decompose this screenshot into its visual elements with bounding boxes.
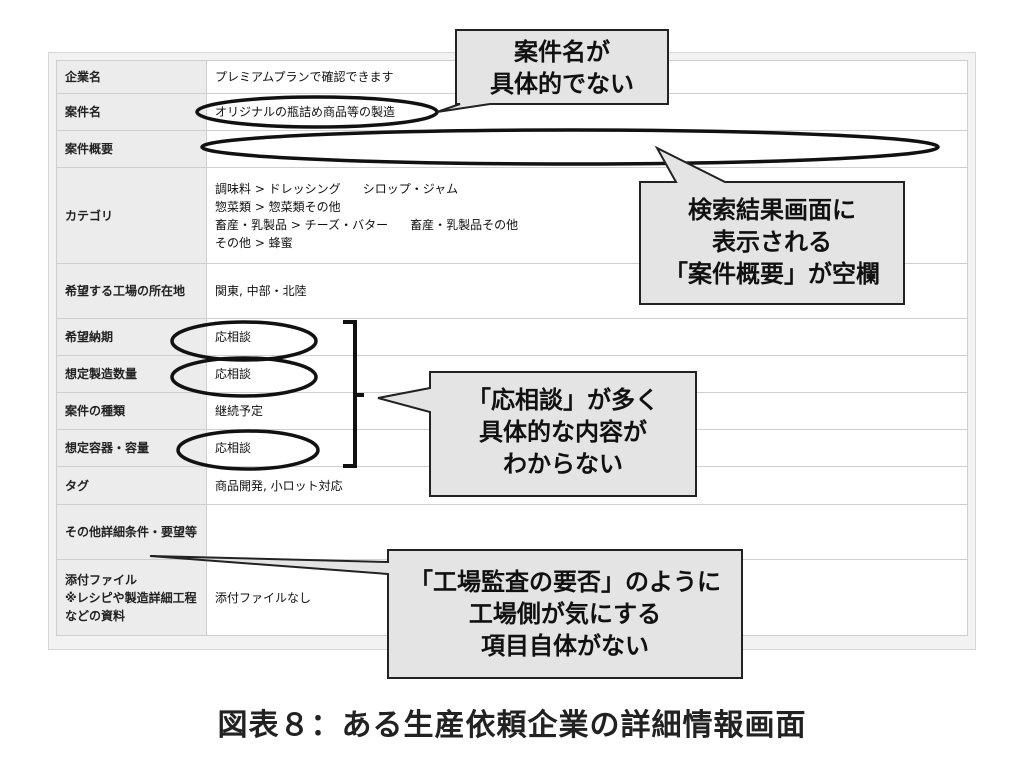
detail-table: 企業名 プレミアムプランで確認できます 案件名 オリジナルの瓶詰め商品等の製造 … bbox=[56, 60, 968, 636]
category-item: 畜産・乳製品その他 bbox=[410, 217, 519, 232]
callout-text-project-name: 案件名が 具体的でない bbox=[456, 36, 668, 100]
row-label-project-summary: 案件概要 bbox=[56, 130, 207, 168]
callout-text-summary: 検索結果画面に 表示される 「案件概要」が空欄 bbox=[640, 194, 904, 290]
callout-line: 具体的な内容が bbox=[479, 418, 647, 446]
callout-line: 項目自体がない bbox=[481, 632, 649, 660]
category-item: 惣菜類 > 惣菜類その他 bbox=[215, 199, 341, 214]
category-item: 調味料 > ドレッシング bbox=[215, 181, 341, 196]
row-label-container: 想定容器・容量 bbox=[56, 429, 207, 467]
row-label-factory-location: 希望する工場の所在地 bbox=[56, 263, 207, 319]
category-item: シロップ・ジャム bbox=[362, 181, 459, 196]
callout-line: 表示される bbox=[712, 228, 832, 256]
category-line: 惣菜類 > 惣菜類その他 bbox=[215, 198, 959, 216]
row-label-attachments: 添付ファイル ※レシピや製造詳細工程などの資料 bbox=[56, 559, 207, 636]
callout-text-audit: 「工場監査の要否」のように 工場側が気にする 項目自体がない bbox=[388, 566, 742, 662]
callout-text-consult: 「応相談」が多く 具体的な内容が わからない bbox=[430, 384, 696, 480]
row-value-project-summary bbox=[206, 130, 968, 168]
row-label-other-conditions: その他詳細条件・要望等 bbox=[56, 504, 207, 560]
row-label-delivery: 希望納期 bbox=[56, 318, 207, 356]
category-line: 畜産・乳製品 > チーズ・バター 畜産・乳製品その他 bbox=[215, 216, 959, 234]
callout-line: 具体的でない bbox=[490, 70, 634, 98]
callout-line: 工場側が気にする bbox=[468, 600, 662, 628]
table-row: その他詳細条件・要望等 bbox=[56, 504, 968, 560]
category-item: 畜産・乳製品 > チーズ・バター bbox=[215, 217, 389, 232]
callout-line: わからない bbox=[503, 450, 623, 478]
row-label-category: カテゴリ bbox=[56, 167, 207, 264]
callout-line: 案件名が bbox=[514, 38, 610, 66]
callout-line: 検索結果画面に bbox=[688, 196, 856, 224]
category-line: その他 > 蜂蜜 bbox=[215, 234, 959, 252]
row-label-tags: タグ bbox=[56, 466, 207, 505]
figure-caption: 図表８：ある生産依頼企業の詳細情報画面 bbox=[217, 708, 807, 743]
row-label-project-type: 案件の種類 bbox=[56, 392, 207, 430]
table-row: 案件概要 bbox=[56, 130, 968, 168]
callout-line: 「案件概要」が空欄 bbox=[664, 260, 880, 288]
table-row: 希望納期 応相談 bbox=[56, 318, 968, 356]
category-item: その他 > 蜂蜜 bbox=[215, 235, 293, 250]
row-label-company: 企業名 bbox=[56, 60, 207, 94]
row-label-project-name: 案件名 bbox=[56, 93, 207, 131]
row-value-other-conditions bbox=[206, 504, 968, 560]
row-value-delivery: 応相談 bbox=[206, 318, 968, 356]
row-label-quantity: 想定製造数量 bbox=[56, 355, 207, 393]
category-line: 調味料 > ドレッシング シロップ・ジャム bbox=[215, 180, 959, 198]
callout-line: 「応相談」が多く bbox=[467, 386, 659, 414]
callout-line: 「工場監査の要否」のように bbox=[409, 568, 721, 596]
